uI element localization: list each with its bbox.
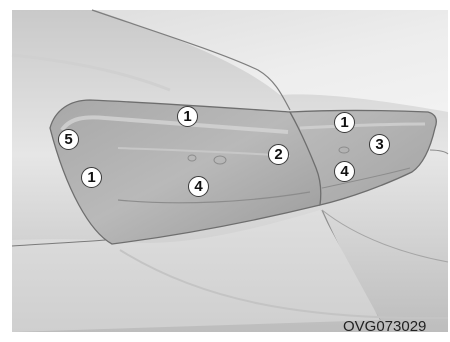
callout-4-left: 4 (188, 176, 209, 197)
callout-4-right: 4 (334, 161, 355, 182)
callout-5: 5 (58, 129, 79, 150)
callout-1-upper-left: 1 (177, 106, 198, 127)
figure-code: OVG073029 (343, 318, 427, 335)
callout-1-left: 1 (81, 167, 102, 188)
callout-3: 3 (369, 134, 390, 155)
callout-1-upper-right: 1 (334, 112, 355, 133)
callout-2: 2 (268, 144, 289, 165)
